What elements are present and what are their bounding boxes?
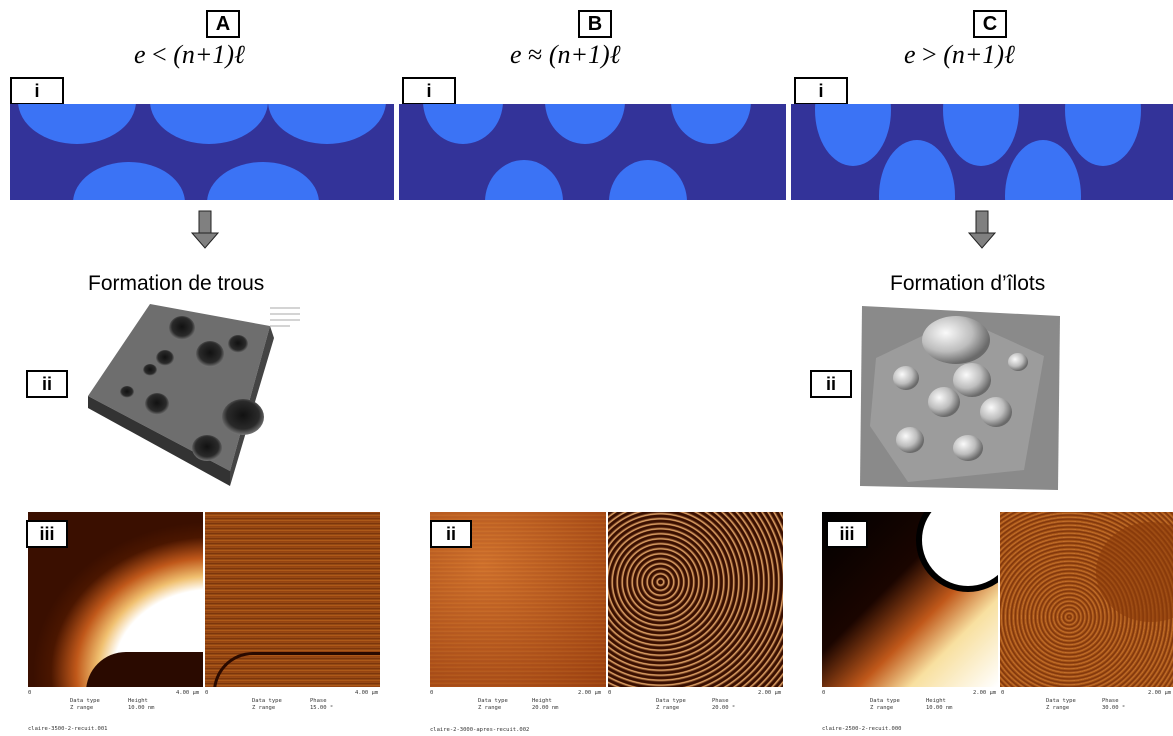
droplet [609, 160, 687, 200]
tag-i-a: i [10, 77, 64, 105]
formula-relation: < [152, 40, 167, 69]
droplet [268, 104, 386, 144]
afm-3d-holes-image [88, 304, 300, 486]
column-label-b: B [578, 10, 612, 38]
formula-a: e < (n+1)ℓ [134, 40, 245, 70]
phase-edge [213, 652, 380, 687]
afm-axis-start: 0 [1001, 690, 1005, 696]
formula-relation: ≈ [528, 40, 543, 69]
formula-lhs: e [134, 40, 146, 69]
tag-ii-b: ii [430, 520, 472, 548]
afm-phase-image-a [205, 512, 380, 687]
droplet [18, 104, 136, 144]
afm-axis-start: 0 [205, 690, 209, 696]
afm-meta-keys: Data type Z range [252, 698, 282, 711]
droplet [671, 104, 751, 144]
tag-i-c: i [794, 77, 848, 105]
afm-filename: claire-2500-2-recuit.000 [822, 726, 902, 732]
island-region [922, 512, 998, 586]
tag-iii-a: iii [26, 520, 68, 548]
formula-rhs: (n+1)ℓ [548, 40, 621, 69]
formula-c: e > (n+1)ℓ [904, 40, 1015, 70]
film-schematic-b [399, 104, 786, 200]
afm-phase-image-c [1000, 512, 1173, 687]
afm-meta-values: Phase 20.00 ° [712, 698, 736, 711]
afm-meta-keys: Data type Z range [870, 698, 900, 711]
tag-i-b: i [402, 77, 456, 105]
afm-axis-start: 0 [822, 690, 826, 696]
afm-height-image-c [822, 512, 998, 687]
afm-axis-start: 0 [28, 690, 32, 696]
film-schematic-a [10, 104, 394, 200]
down-arrow-icon [190, 210, 220, 249]
formula-relation: > [922, 40, 937, 69]
droplet [1005, 140, 1081, 200]
afm-scan-size: 2.00 µm [758, 690, 782, 696]
column-label-a: A [206, 10, 240, 38]
droplet [1065, 104, 1141, 166]
droplet [545, 104, 625, 144]
formula-b: e ≈ (n+1)ℓ [510, 40, 621, 70]
caption-islands: Formation d’îlots [890, 272, 1046, 295]
droplet [485, 160, 563, 200]
afm-scan-size: 2.00 µm [578, 690, 602, 696]
hole-region [86, 652, 203, 687]
formula-rhs: (n+1)ℓ [173, 40, 245, 69]
droplet [73, 162, 185, 200]
island-phase-region [1096, 522, 1173, 622]
column-label-c: C [973, 10, 1007, 38]
afm-axis-start: 0 [608, 690, 612, 696]
afm-scan-size: 2.00 µm [1148, 690, 1172, 696]
droplet [815, 104, 891, 166]
formula-lhs: e [904, 40, 916, 69]
afm-meta-values: Height 10.00 nm [926, 698, 953, 711]
afm-scan-size: 2.00 µm [973, 690, 997, 696]
afm-meta-values: Phase 30.00 ° [1102, 698, 1126, 711]
afm-meta-keys: Data type Z range [70, 698, 100, 711]
tag-iii-c: iii [826, 520, 868, 548]
afm-meta-keys: Data type Z range [656, 698, 686, 711]
afm-height-image-a [28, 512, 203, 687]
afm-meta-values: Phase 15.00 ° [310, 698, 334, 711]
droplet [943, 104, 1019, 166]
tag-ii-c: ii [810, 370, 852, 398]
afm-scan-size: 4.00 µm [176, 690, 200, 696]
formula-lhs: e [510, 40, 522, 69]
afm-filename: claire-2-3000-apres-recuit.002 [430, 727, 530, 733]
afm-scan-size: 4.00 µm [355, 690, 379, 696]
film-schematic-c [791, 104, 1173, 200]
afm-filename: claire-3500-2-recuit.001 [28, 726, 108, 732]
down-arrow-icon [967, 210, 997, 249]
droplet [423, 104, 503, 144]
tag-ii-a: ii [26, 370, 68, 398]
afm-meta-values: Height 10.00 nm [128, 698, 155, 711]
afm-meta-keys: Data type Z range [1046, 698, 1076, 711]
afm-meta-values: Height 20.00 nm [532, 698, 559, 711]
droplet [150, 104, 268, 144]
afm-axis-start: 0 [430, 690, 434, 696]
droplet [879, 140, 955, 200]
afm-phase-image-b [608, 512, 783, 687]
afm-3d-islands-image [860, 306, 1060, 490]
caption-holes: Formation de trous [88, 272, 265, 295]
droplet [207, 162, 319, 200]
formula-rhs: (n+1)ℓ [943, 40, 1015, 69]
afm-meta-keys: Data type Z range [478, 698, 508, 711]
